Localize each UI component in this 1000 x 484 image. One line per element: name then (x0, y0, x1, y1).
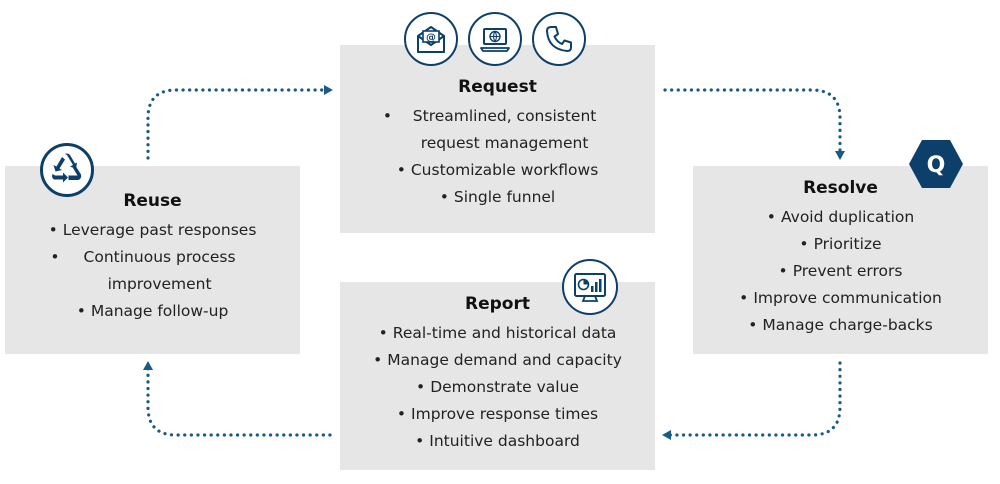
request-box: Request •Streamlined, consistent request… (340, 45, 655, 233)
list-item: •Avoid duplication (766, 208, 915, 226)
q-badge-icon: Q (908, 139, 964, 189)
list-item: •Intuitive dashboard (415, 432, 580, 450)
list-item: •Manage demand and capacity (373, 351, 622, 369)
list-item: •Manage charge-backs (748, 316, 933, 334)
reuse-list: •Leverage past responses •Continuous pro… (5, 217, 300, 325)
list-item: •Improve response times (396, 405, 599, 423)
report-list: •Real-time and historical data •Manage d… (340, 320, 655, 455)
resolve-list: •Avoid duplication •Prioritize •Prevent … (693, 204, 988, 339)
report-title: Report (465, 294, 530, 314)
report-box: Report •Real-time and historical data •M… (340, 282, 655, 470)
arrow-report-to-reuse (143, 361, 332, 437)
list-item: •Improve communication (739, 289, 942, 307)
list-item: •Leverage past responses (48, 221, 257, 239)
svg-text:Q: Q (927, 153, 946, 178)
reuse-title: Reuse (123, 191, 182, 211)
laptop-web-icon (468, 12, 522, 66)
resolve-box: Resolve •Avoid duplication •Prioritize •… (693, 166, 988, 354)
request-list: •Streamlined, consistent request managem… (340, 103, 655, 211)
dashboard-icon (562, 259, 618, 315)
list-item: •Real-time and historical data (378, 324, 617, 342)
list-item: •Demonstrate value (416, 378, 579, 396)
list-item: •Prevent errors (778, 262, 903, 280)
phone-icon (532, 12, 586, 66)
recycle-icon (40, 143, 94, 197)
request-title: Request (458, 77, 537, 97)
reuse-box: Reuse •Leverage past responses •Continuo… (5, 166, 300, 354)
arrow-resolve-to-report (662, 361, 842, 440)
arrow-reuse-to-request (146, 85, 333, 160)
list-item: •Customizable workflows (396, 161, 599, 179)
email-icon: @ (404, 12, 458, 66)
svg-text:@: @ (426, 33, 436, 44)
list-item: •Manage follow-up (76, 302, 229, 320)
list-item: •Streamlined, consistent request managem… (382, 107, 597, 152)
list-item: •Continuous process improvement (50, 248, 236, 293)
list-item: •Single funnel (439, 188, 556, 206)
arrow-request-to-resolve (663, 88, 845, 160)
list-item: •Prioritize (799, 235, 882, 253)
resolve-title: Resolve (803, 178, 878, 198)
